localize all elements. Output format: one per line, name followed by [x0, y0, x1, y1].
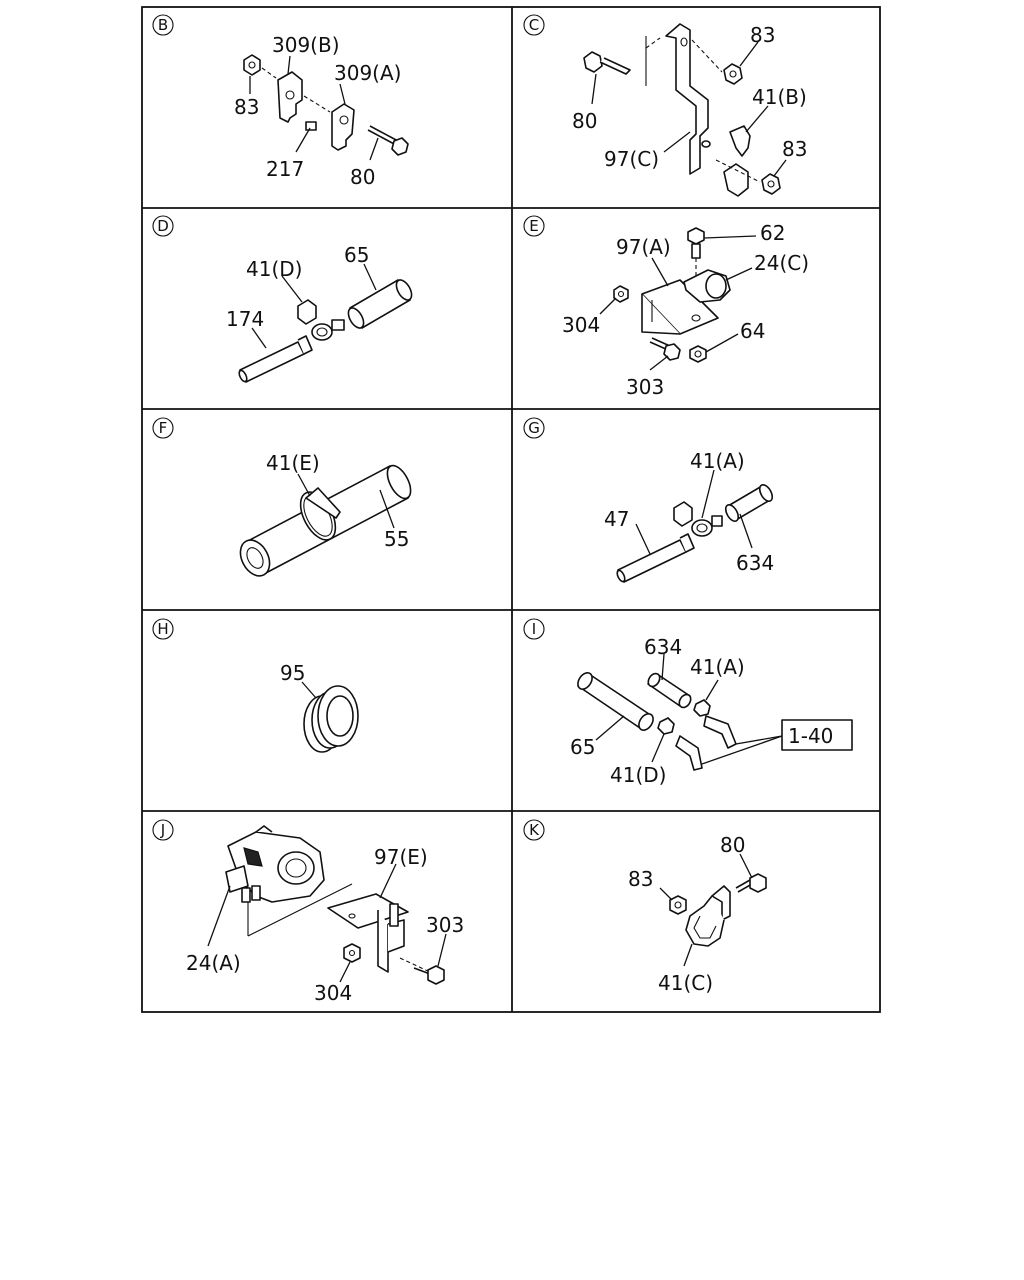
panel-i: I 634 41(A)	[523, 618, 853, 787]
leader-lines	[635, 469, 753, 555]
label-83-bottom: 83	[782, 137, 807, 161]
label-62: 62	[760, 221, 785, 245]
part-drawing	[616, 484, 774, 583]
label-80: 80	[572, 109, 597, 133]
leader-lines	[249, 55, 379, 161]
leader-lines	[591, 41, 787, 177]
part-drawing	[238, 279, 413, 383]
panel-id-badge: K	[523, 819, 545, 841]
panel-id: D	[157, 217, 169, 235]
label-80: 80	[350, 165, 375, 189]
panel-d: D 41(D) 65 174	[152, 215, 413, 383]
label-41d: 41(D)	[246, 257, 302, 281]
panel-id: E	[529, 217, 538, 235]
part-drawing	[225, 825, 445, 985]
panel-id: J	[160, 821, 165, 839]
panel-id: C	[529, 16, 539, 34]
label-41d: 41(D)	[610, 763, 666, 787]
label-83: 83	[628, 867, 653, 891]
panel-id-badge: C	[523, 14, 545, 36]
part-drawing	[613, 227, 731, 363]
label-303: 303	[626, 375, 664, 399]
label-41b: 41(B)	[752, 85, 807, 109]
label-47: 47	[604, 507, 629, 531]
label-97a: 97(A)	[616, 235, 671, 259]
panel-id: G	[528, 419, 540, 437]
part-drawing	[577, 672, 853, 771]
panel-id-badge: J	[152, 819, 174, 841]
part-drawing	[239, 464, 412, 577]
panel-id-badge: F	[152, 417, 174, 439]
label-41a: 41(A)	[690, 655, 745, 679]
label-55: 55	[384, 527, 409, 551]
leader-lines	[297, 473, 395, 529]
label-174: 174	[226, 307, 264, 331]
label-97c: 97(C)	[604, 147, 659, 171]
label-41a: 41(A)	[690, 449, 745, 473]
leader-lines	[599, 235, 757, 371]
label-304: 304	[314, 981, 352, 1005]
label-65: 65	[570, 735, 595, 759]
part-drawing	[583, 23, 781, 197]
label-304: 304	[562, 313, 600, 337]
panel-id: F	[159, 419, 168, 437]
panel-id-badge: G	[523, 417, 545, 439]
panel-e: E	[523, 215, 809, 399]
panel-id-badge: I	[523, 618, 545, 640]
leader-lines	[595, 653, 719, 763]
label-95: 95	[280, 661, 305, 685]
label-634: 634	[736, 551, 774, 575]
label-303: 303	[426, 913, 464, 937]
panel-id-badge: B	[152, 14, 174, 36]
label-309b: 309(B)	[272, 33, 340, 57]
label-24a: 24(A)	[186, 951, 241, 975]
panel-id: I	[532, 620, 536, 638]
label-64: 64	[740, 319, 765, 343]
panel-g: G 41(A) 47 634	[523, 417, 774, 583]
label-41c: 41(C)	[658, 971, 713, 995]
label-41e: 41(E)	[266, 451, 320, 475]
panel-c: C	[523, 14, 807, 197]
part-drawing	[669, 873, 767, 947]
part-drawing	[303, 685, 359, 753]
part-drawing	[243, 54, 409, 156]
panel-k: K 80 83 41(C)	[523, 819, 767, 995]
panel-id-badge: D	[152, 215, 174, 237]
label-83: 83	[234, 95, 259, 119]
panel-h: H 95	[152, 618, 359, 753]
leader-lines	[301, 681, 317, 699]
panel-id: K	[529, 821, 540, 839]
reference-box	[781, 719, 853, 751]
panel-b: B 309(B)	[152, 14, 409, 189]
label-634: 634	[644, 635, 682, 659]
diagram-frame	[141, 6, 881, 1013]
leader-lines	[207, 863, 447, 983]
label-309a: 309(A)	[334, 61, 401, 85]
panel-id-badge: E	[523, 215, 545, 237]
label-65: 65	[344, 243, 369, 267]
leader-lines	[659, 853, 753, 967]
label-83-top: 83	[750, 23, 775, 47]
panel-id: B	[158, 16, 168, 34]
panel-f: F 41(E) 55	[152, 417, 412, 577]
label-80: 80	[720, 833, 745, 857]
label-97e: 97(E)	[374, 845, 428, 869]
reference-label: 1-40	[788, 724, 833, 748]
label-24c: 24(C)	[754, 251, 809, 275]
label-217: 217	[266, 157, 304, 181]
panel-j: J	[152, 819, 464, 1005]
leader-lines	[251, 263, 377, 349]
panel-id-badge: H	[152, 618, 174, 640]
panel-id: H	[157, 620, 168, 638]
